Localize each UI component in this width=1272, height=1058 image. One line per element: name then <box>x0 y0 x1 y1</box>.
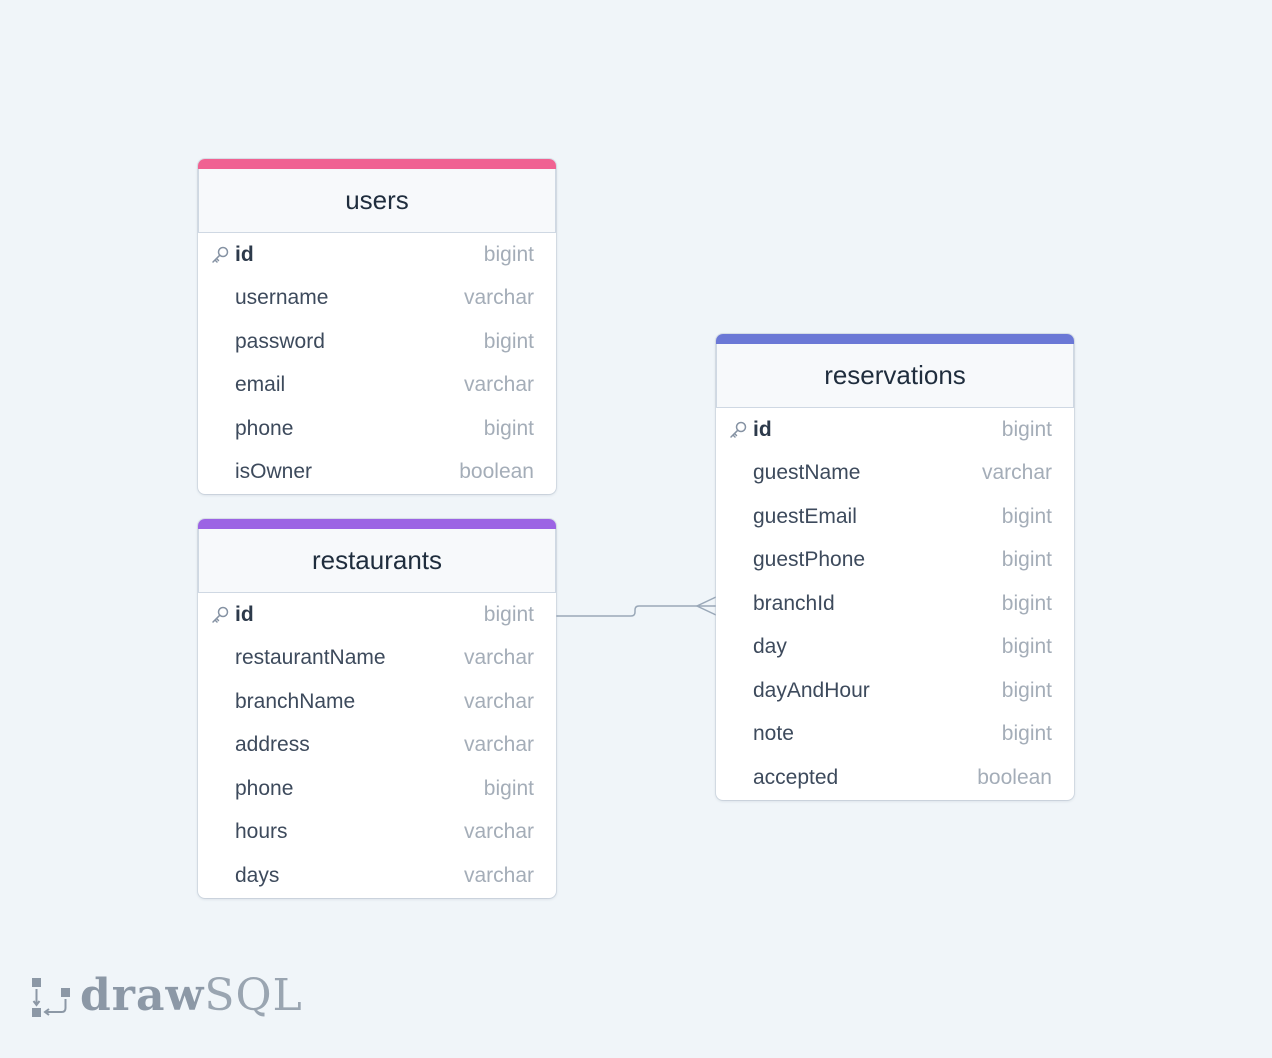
table-title[interactable]: reservations <box>716 344 1074 408</box>
column-row[interactable]: dayAndHour bigint <box>716 669 1074 713</box>
column-type: bigint <box>1001 504 1052 528</box>
column-name: days <box>235 863 280 887</box>
column-row[interactable]: days varchar <box>198 854 556 898</box>
column-row[interactable]: accepted boolean <box>716 756 1074 800</box>
column-row[interactable]: restaurantName varchar <box>198 637 556 681</box>
column-row[interactable]: id bigint <box>198 593 556 637</box>
table-columns: id bigint username varchar password bigi… <box>198 233 556 494</box>
column-name: username <box>235 286 329 310</box>
primary-key-icon <box>730 421 747 438</box>
column-row[interactable]: guestPhone bigint <box>716 539 1074 583</box>
column-name: hours <box>235 820 288 844</box>
column-name: day <box>753 635 787 659</box>
column-type: bigint <box>1001 722 1052 746</box>
column-name: id <box>753 417 772 441</box>
column-row[interactable]: username varchar <box>198 277 556 321</box>
column-type: bigint <box>1001 678 1052 702</box>
logo-text-sql: SQL <box>204 969 303 1021</box>
table-title[interactable]: restaurants <box>198 529 556 593</box>
column-row[interactable]: guestEmail bigint <box>716 495 1074 539</box>
column-type: varchar <box>463 646 534 670</box>
column-name: dayAndHour <box>753 678 870 702</box>
column-row[interactable]: phone bigint <box>198 767 556 811</box>
column-name: phone <box>235 776 294 800</box>
column-type: bigint <box>483 416 534 440</box>
column-row[interactable]: phone bigint <box>198 407 556 451</box>
column-type: bigint <box>483 329 534 353</box>
column-name: email <box>235 373 286 397</box>
primary-key-icon <box>212 606 229 623</box>
column-name: guestPhone <box>753 548 866 572</box>
column-row[interactable]: branchName varchar <box>198 680 556 724</box>
column-type: bigint <box>1001 591 1052 615</box>
column-name: id <box>235 242 254 266</box>
table-accent-bar <box>716 334 1074 344</box>
column-row[interactable]: day bigint <box>716 626 1074 670</box>
column-type: varchar <box>463 286 534 310</box>
table-accent-bar <box>198 519 556 529</box>
column-type: bigint <box>483 242 534 266</box>
column-name: branchId <box>753 591 835 615</box>
table-columns: id bigint restaurantName varchar branchN… <box>198 593 556 898</box>
drawsql-logo[interactable]: draw SQL <box>30 968 303 1022</box>
table-accent-bar <box>198 159 556 169</box>
column-type: bigint <box>1001 548 1052 572</box>
column-type: varchar <box>463 733 534 757</box>
logo-text-draw: draw <box>80 969 205 1021</box>
column-row[interactable]: isOwner boolean <box>198 451 556 495</box>
column-row[interactable]: password bigint <box>198 320 556 364</box>
column-row[interactable]: id bigint <box>716 408 1074 452</box>
column-row[interactable]: branchId bigint <box>716 582 1074 626</box>
column-name: id <box>235 602 254 626</box>
primary-key-icon <box>212 246 229 263</box>
column-row[interactable]: address varchar <box>198 724 556 768</box>
column-type: varchar <box>981 461 1052 485</box>
column-name: guestName <box>753 461 861 485</box>
column-type: boolean <box>459 460 534 484</box>
column-type: bigint <box>483 776 534 800</box>
column-row[interactable]: id bigint <box>198 233 556 277</box>
column-type: varchar <box>463 820 534 844</box>
drawsql-logo-icon <box>32 978 70 1017</box>
column-row[interactable]: hours varchar <box>198 811 556 855</box>
column-type: bigint <box>1001 417 1052 441</box>
column-name: accepted <box>753 765 839 789</box>
column-row[interactable]: guestName varchar <box>716 452 1074 496</box>
column-name: phone <box>235 416 294 440</box>
table-columns: id bigint guestName varchar guestEmail b… <box>716 408 1074 800</box>
column-name: isOwner <box>235 460 313 484</box>
column-row[interactable]: note bigint <box>716 713 1074 757</box>
column-name: address <box>235 733 310 757</box>
column-type: bigint <box>1001 635 1052 659</box>
column-name: branchName <box>235 689 356 713</box>
table-restaurants[interactable]: restaurants id bigint restaurantName var… <box>198 519 556 898</box>
column-type: varchar <box>463 689 534 713</box>
column-type: varchar <box>463 863 534 887</box>
crowfoot-icon <box>695 596 717 616</box>
column-name: restaurantName <box>235 646 386 670</box>
column-type: varchar <box>463 373 534 397</box>
column-type: bigint <box>483 602 534 626</box>
table-reservations[interactable]: reservations id bigint guestName varchar… <box>716 334 1074 800</box>
column-name: guestEmail <box>753 504 857 528</box>
column-name: password <box>235 329 325 353</box>
table-title[interactable]: users <box>198 169 556 233</box>
table-users[interactable]: users id bigint username varchar passwor… <box>198 159 556 494</box>
column-name: note <box>753 722 794 746</box>
column-row[interactable]: email varchar <box>198 364 556 408</box>
column-type: boolean <box>977 765 1052 789</box>
